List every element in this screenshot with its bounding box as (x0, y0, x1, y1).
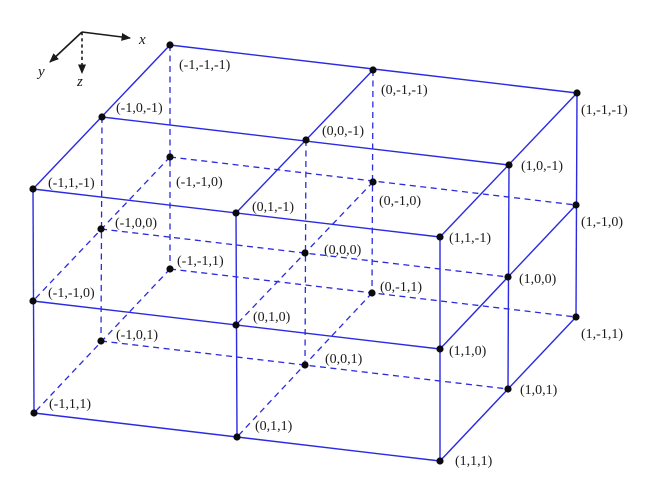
lattice-point-label: (-1,-1,0) (48, 286, 95, 301)
axes-group: x y z (36, 31, 146, 90)
hidden-grid-line (371, 69, 374, 294)
lattice-point-label: (0,1,0) (253, 310, 291, 325)
x-axis-label: x (138, 32, 146, 48)
lattice-point-label: (0,-1,1) (380, 280, 422, 295)
lattice-point-dot (436, 233, 444, 241)
lattice-point-dot (302, 136, 310, 144)
y-axis-label: y (36, 64, 45, 80)
lattice-point-label: (1,-1,1) (581, 327, 623, 342)
lattice-point-label: (0,-1,-1) (381, 83, 428, 98)
point-labels: (-1,-1,-1) (0,-1,-1) (1,-1,-1) (-1,0,-1) (0,… (48, 58, 628, 469)
lattice-point-label: (1,0,1) (520, 383, 558, 398)
lattice-point-dot (504, 385, 512, 393)
lattice-point-label: (1,0,0) (519, 272, 557, 287)
lattice-point-label: (-1,-1,0) (176, 175, 223, 190)
lattice-point-dot (505, 161, 513, 169)
lattice-point-label: (0,0,0) (324, 243, 362, 258)
lattice-point-label: (-1,1,1) (49, 397, 91, 412)
lattice-point-label: (1,1,-1) (449, 231, 491, 246)
lattice-point-label: (0,1,-1) (252, 200, 294, 215)
lattice-point-label: (-1,0,-1) (116, 101, 163, 116)
lattice-point-dot (369, 178, 377, 186)
y-axis-arrow (49, 31, 83, 63)
lattice-point-dot (29, 297, 37, 305)
lattice-point-dot (573, 89, 581, 97)
lattice-point-dot (232, 321, 240, 329)
lattice-point-dot (572, 313, 580, 321)
z-axis-label: z (76, 74, 83, 90)
x-axis-arrow (81, 31, 131, 41)
lattice-point-label: (1,0,-1) (521, 159, 563, 174)
lattice-point-dot (232, 209, 240, 217)
lattice-point-label: (-1,1,-1) (48, 176, 95, 191)
lattice-point-dot (369, 66, 377, 74)
lattice-point-dot (166, 153, 174, 161)
lattice-point-dot (301, 361, 309, 369)
lattice-point-dot (436, 457, 444, 465)
lattice-point-label: (1,1,1) (455, 454, 493, 469)
lattice-point-dot (233, 433, 241, 441)
lattice-point-label: (-1,0,1) (116, 328, 158, 343)
lattice-point-label: (-1,0,0) (115, 216, 157, 231)
lattice-point-label: (0,-1,0) (379, 194, 421, 209)
lattice-point-dot (30, 409, 38, 417)
lattice-point-label: (1,-1,-1) (581, 103, 628, 118)
lattice-point-dot (166, 41, 174, 49)
lattice-point-label: (0,1,1) (255, 419, 293, 434)
lattice-point-label: (0,0,1) (325, 352, 363, 367)
lattice-point-label: (0,0,-1) (322, 124, 364, 139)
lattice-point-label: (1,1,0) (449, 344, 487, 359)
lattice-point-dot (97, 225, 105, 233)
lattice-point-dot (436, 345, 444, 353)
lattice-point-label: (-1,-1,1) (177, 254, 224, 269)
lattice-point-dot (301, 249, 309, 257)
lattice-point-dot (29, 185, 37, 193)
lattice-point-label: (1,-1,0) (581, 215, 623, 230)
hidden-grid-line (100, 116, 103, 342)
lattice-point-dot (97, 337, 105, 345)
lattice-point-label: (-1,-1,-1) (179, 58, 231, 73)
lattice-point-dot (504, 273, 512, 281)
lattice-point-dot (166, 265, 174, 273)
lattice-point-dot (368, 289, 376, 297)
lattice-point-dot (572, 201, 580, 209)
lattice-points (29, 41, 581, 465)
lattice-point-dot (98, 113, 106, 121)
